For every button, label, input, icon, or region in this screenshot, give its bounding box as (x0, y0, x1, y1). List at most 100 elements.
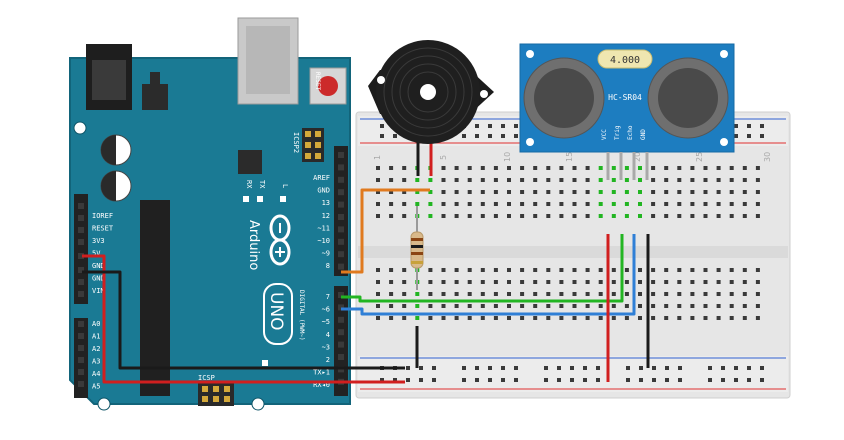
breadboard-hole (559, 202, 564, 206)
header-pin (338, 214, 344, 220)
tx-led-label: TX (258, 180, 266, 189)
arduino-uno-board: RESET ICSP2 RX TX L Arduino (69, 17, 351, 411)
breadboard-hole (598, 202, 603, 206)
header-pin (338, 329, 344, 336)
breadboard-hole (611, 304, 616, 308)
digital-pin-label: AREF (313, 174, 330, 182)
rail-hole (501, 134, 505, 138)
header-pin (78, 279, 84, 285)
breadboard-hole (559, 214, 564, 218)
rail-hole (596, 366, 600, 370)
breadboard-hole (389, 268, 394, 272)
rail-hole (419, 366, 423, 370)
breadboard-hole (664, 166, 669, 170)
breadboard-hole (480, 190, 485, 194)
breadboard-hole (651, 292, 656, 296)
column-number: 1 (373, 155, 382, 160)
breadboard-hole (690, 202, 695, 206)
column-number: 10 (503, 152, 512, 162)
breadboard-hole (467, 316, 472, 320)
breadboard-hole (402, 214, 407, 218)
breadboard-hole (520, 280, 525, 284)
sensor-pin-label: VCC (601, 129, 608, 140)
rail-hole (721, 366, 725, 370)
breadboard-hole (664, 268, 669, 272)
analog-pin-label: A4 (92, 370, 100, 378)
breadboard-hole (624, 316, 629, 320)
breadboard-hole (467, 202, 472, 206)
breadboard-hole (638, 178, 642, 182)
breadboard-hole (389, 214, 394, 218)
breadboard-hole (428, 268, 433, 272)
header-pin (338, 263, 344, 270)
rail-hole (544, 378, 548, 382)
breadboard-hole (389, 166, 394, 170)
breadboard-hole (428, 316, 433, 320)
breadboard-hole (428, 304, 433, 308)
breadboard-hole (441, 214, 446, 218)
breadboard-hole (651, 166, 656, 170)
breadboard-hole (441, 316, 446, 320)
digital-pin-label: 4 (326, 331, 330, 339)
breadboard-hole (716, 304, 721, 308)
breadboard-hole (742, 316, 747, 320)
rail-hole (462, 134, 466, 138)
header-pin (338, 304, 344, 311)
breadboard-hole (376, 202, 380, 206)
rail-hole (475, 134, 479, 138)
breadboard-hole (415, 202, 420, 206)
digital-pin-label: ~11 (317, 224, 330, 232)
rail-hole (380, 124, 384, 128)
rail-hole (760, 378, 764, 382)
breadboard-hole (572, 304, 577, 308)
breadboard-hole (533, 304, 538, 308)
breadboard-hole (716, 268, 721, 272)
breadboard-hole (585, 304, 590, 308)
breadboard-hole (546, 316, 551, 320)
breadboard-hole (611, 268, 616, 272)
breadboard-hole (533, 280, 538, 284)
rail-hole (488, 124, 492, 128)
breadboard-hole (585, 190, 590, 194)
rail-hole (501, 366, 505, 370)
breadboard-hole (690, 178, 695, 182)
column-number: 15 (565, 152, 574, 162)
breadboard-hole (716, 316, 721, 320)
breadboard-hole (638, 280, 642, 284)
header-pin (78, 291, 84, 297)
breadboard-hole (559, 280, 564, 284)
breadboard-hole (703, 304, 708, 308)
breadboard-hole (742, 268, 747, 272)
breadboard-hole (742, 214, 747, 218)
breadboard-hole (624, 202, 629, 206)
breadboard-hole (467, 190, 472, 194)
rail-hole (406, 366, 410, 370)
power-pin-label: GND (92, 275, 105, 283)
breadboard-hole (480, 304, 485, 308)
rail-hole (514, 378, 518, 382)
breadboard-hole (507, 166, 511, 170)
breadboard-hole (467, 268, 472, 272)
icsp-header (198, 382, 234, 406)
rail-hole (488, 366, 492, 370)
breadboard-hole (467, 178, 472, 182)
breadboard-hole (598, 166, 603, 170)
rail-hole (708, 378, 712, 382)
breadboard-hole (572, 202, 577, 206)
rail-hole (639, 366, 643, 370)
breadboard-hole (598, 190, 603, 194)
breadboard-hole (729, 292, 734, 296)
breadboard-hole (729, 190, 734, 194)
breadboard-hole (507, 190, 511, 194)
breadboard-hole (611, 178, 616, 182)
breadboard-hole (729, 280, 734, 284)
digital-pin-label: TX▸1 (313, 369, 330, 377)
breadboard-hole (572, 268, 577, 272)
breadboard-hole (572, 292, 577, 296)
header-pin (338, 292, 344, 298)
rail-hole (488, 378, 492, 382)
breadboard-hole (454, 268, 459, 272)
breadboard-hole (651, 316, 656, 320)
breadboard-hole (493, 214, 498, 218)
header-pin (78, 321, 84, 327)
